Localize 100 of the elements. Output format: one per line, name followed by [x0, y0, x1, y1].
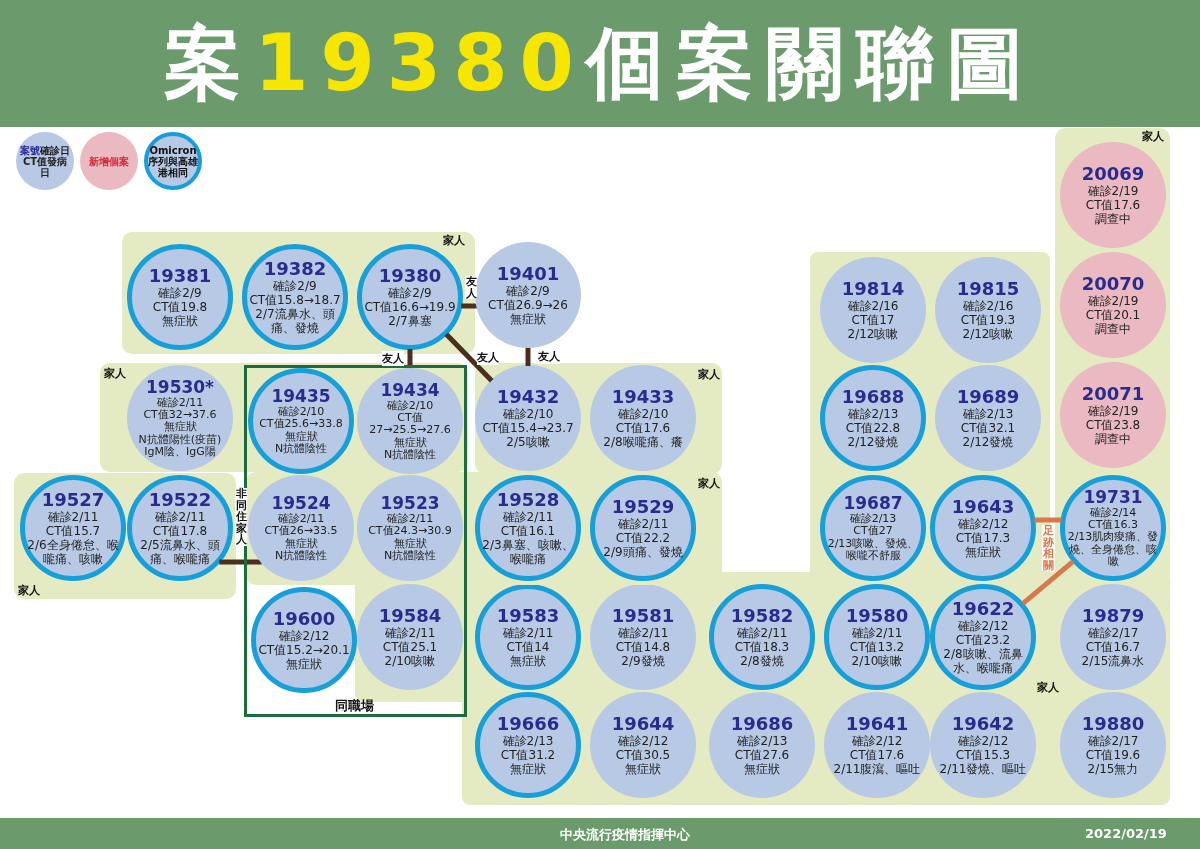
- connector-line: [525, 347, 531, 366]
- group-label: 家人: [443, 233, 465, 248]
- diagnosis-date: 確診2/11: [155, 396, 205, 409]
- case-number: 19689: [955, 386, 1021, 407]
- case-number: 19687: [842, 493, 904, 513]
- symptom-note: 無症狀: [284, 537, 319, 550]
- ct-value: CT值31.2: [499, 747, 557, 762]
- ct-value: CT值17: [850, 312, 896, 327]
- ct-value: CT值17.6: [614, 420, 672, 435]
- ct-value: CT值22.2: [614, 530, 672, 545]
- group-label: 家人: [18, 583, 40, 598]
- symptom-note: 無症狀: [284, 430, 319, 443]
- case-number: 20069: [1080, 163, 1146, 184]
- ct-value: CT值20.1: [1084, 307, 1142, 322]
- legend-text: 新增個案: [88, 155, 130, 167]
- ct-value: CT值27: [852, 525, 894, 538]
- symptom-note: 2/11發燒、嘔吐: [938, 761, 1028, 777]
- case-number: 19529: [610, 496, 676, 517]
- case-number: 19580: [844, 605, 910, 626]
- symptom-note: 無症狀: [509, 311, 547, 327]
- case-number: 20070: [1080, 273, 1146, 294]
- symptom-note: 2/3鼻塞、咳嗽、喉嚨痛: [481, 537, 575, 567]
- diagnosis-date: 確診2/9: [505, 283, 551, 298]
- symptom-note: 2/15流鼻水: [1080, 653, 1146, 669]
- ct-value: CT值14.8: [614, 639, 672, 654]
- ct-value: CT值15.4→23.7: [481, 420, 575, 435]
- diagnosis-date: 確診2/9: [157, 285, 203, 300]
- diagnosis-date: 確診2/11: [501, 625, 555, 640]
- connector-line: [1021, 559, 1075, 606]
- diagnosis-date: 確診2/16: [961, 298, 1015, 313]
- case-number: 19643: [950, 496, 1016, 517]
- case-number: 19582: [729, 605, 795, 626]
- symptom-note: 2/12咳嗽: [961, 326, 1015, 342]
- diagnosis-date: 確診2/12: [956, 618, 1010, 633]
- ct-value: CT值19.6: [1084, 747, 1142, 762]
- case-number: 19642: [950, 713, 1016, 734]
- symptom-note: 2/10咳嗽: [383, 653, 437, 669]
- symptom-note: 2/5流鼻水、頭痛、喉嚨痛: [139, 537, 221, 567]
- diagnosis-date: 確診2/19: [1086, 403, 1140, 418]
- diagnosis-date: 確診2/12: [956, 516, 1010, 531]
- case-number: 19584: [377, 605, 443, 626]
- case-number: 19644: [610, 713, 676, 734]
- case-number: 19435: [270, 386, 332, 406]
- ct-value: CT值24.3→30.9: [367, 525, 453, 538]
- case-number: 19528: [495, 489, 561, 510]
- symptom-note: 2/12發燒: [846, 434, 900, 450]
- diagnosis-date: 確診2/9: [387, 285, 433, 300]
- diagnosis-date: 確診2/11: [385, 512, 435, 525]
- case-number: 19523: [379, 493, 441, 513]
- group-label: 家人: [1037, 680, 1059, 695]
- case-number: 19522: [147, 489, 213, 510]
- edge-label: 友人: [538, 349, 560, 364]
- case-number: 20071: [1080, 383, 1146, 404]
- symptom-note: 無症狀: [964, 544, 1002, 560]
- symptom-note: 無症狀: [393, 537, 428, 550]
- symptom-note: 2/15無力: [1086, 761, 1140, 777]
- ct-value: CT值26.9→26: [487, 297, 569, 312]
- diagnosis-date: 確診2/12: [616, 733, 670, 748]
- ct-value: CT值15.2→20.1: [257, 642, 351, 657]
- symptom-note: 2/6全身倦怠、喉嚨痛、咳嗽: [26, 537, 120, 567]
- date-text: 2022/02/19: [1085, 826, 1167, 841]
- symptom-note: 2/13咳嗽、發燒、喉嚨不舒服: [826, 537, 920, 563]
- case-number: 19581: [610, 605, 676, 626]
- diagnosis-date: 確診2/10: [276, 405, 326, 418]
- diagnosis-date: 確診2/12: [956, 733, 1010, 748]
- ct-value: CT值22.8: [844, 420, 902, 435]
- connector-line: [1034, 517, 1062, 523]
- symptom-note: 調查中: [1094, 431, 1132, 447]
- ct-value: CT值27→25.5→27.6: [368, 412, 452, 437]
- symptom-note: 無症狀: [393, 436, 428, 449]
- symptom-note: N抗體陰性: [382, 449, 438, 462]
- diagnosis-date: 確診2/12: [277, 628, 331, 643]
- symptom-note: 調查中: [1094, 321, 1132, 337]
- group-label: 同職場: [335, 697, 374, 715]
- diagnosis-date: 確診2/11: [616, 625, 670, 640]
- diagnosis-date: 確診2/13: [848, 512, 898, 525]
- ct-value: CT值17.8: [151, 523, 209, 538]
- symptom-note: 無症狀: [162, 421, 198, 434]
- ct-value: CT值25.1: [381, 639, 439, 654]
- case-number: 19641: [844, 713, 910, 734]
- ct-value: CT值15.3: [954, 747, 1012, 762]
- connector-line: [219, 559, 262, 565]
- group-band: [122, 232, 475, 354]
- diagnosis-date: 確診2/11: [46, 509, 100, 524]
- ct-value: CT值23.8: [1084, 417, 1142, 432]
- diagnosis-date: 確診2/9: [272, 278, 318, 293]
- symptom-note: 2/10咳嗽: [850, 653, 904, 669]
- diagnosis-date: 確診2/11: [153, 509, 207, 524]
- diagnosis-date: 確診2/12: [850, 733, 904, 748]
- case-number: 19622: [950, 598, 1016, 619]
- connector-line: [461, 303, 478, 309]
- symptom-note: 2/9頭痛、發燒: [602, 544, 684, 560]
- ct-value: CT值23.2: [954, 632, 1012, 647]
- case-number: 19401: [495, 263, 561, 284]
- diagnosis-date: 確診2/13: [846, 406, 900, 421]
- group-band: [475, 363, 722, 474]
- case-number: 19814: [840, 278, 906, 299]
- case-number: 19382: [262, 258, 328, 279]
- diagnosis-date: 確診2/10: [501, 406, 555, 421]
- diagnosis-date: 確診2/11: [735, 625, 789, 640]
